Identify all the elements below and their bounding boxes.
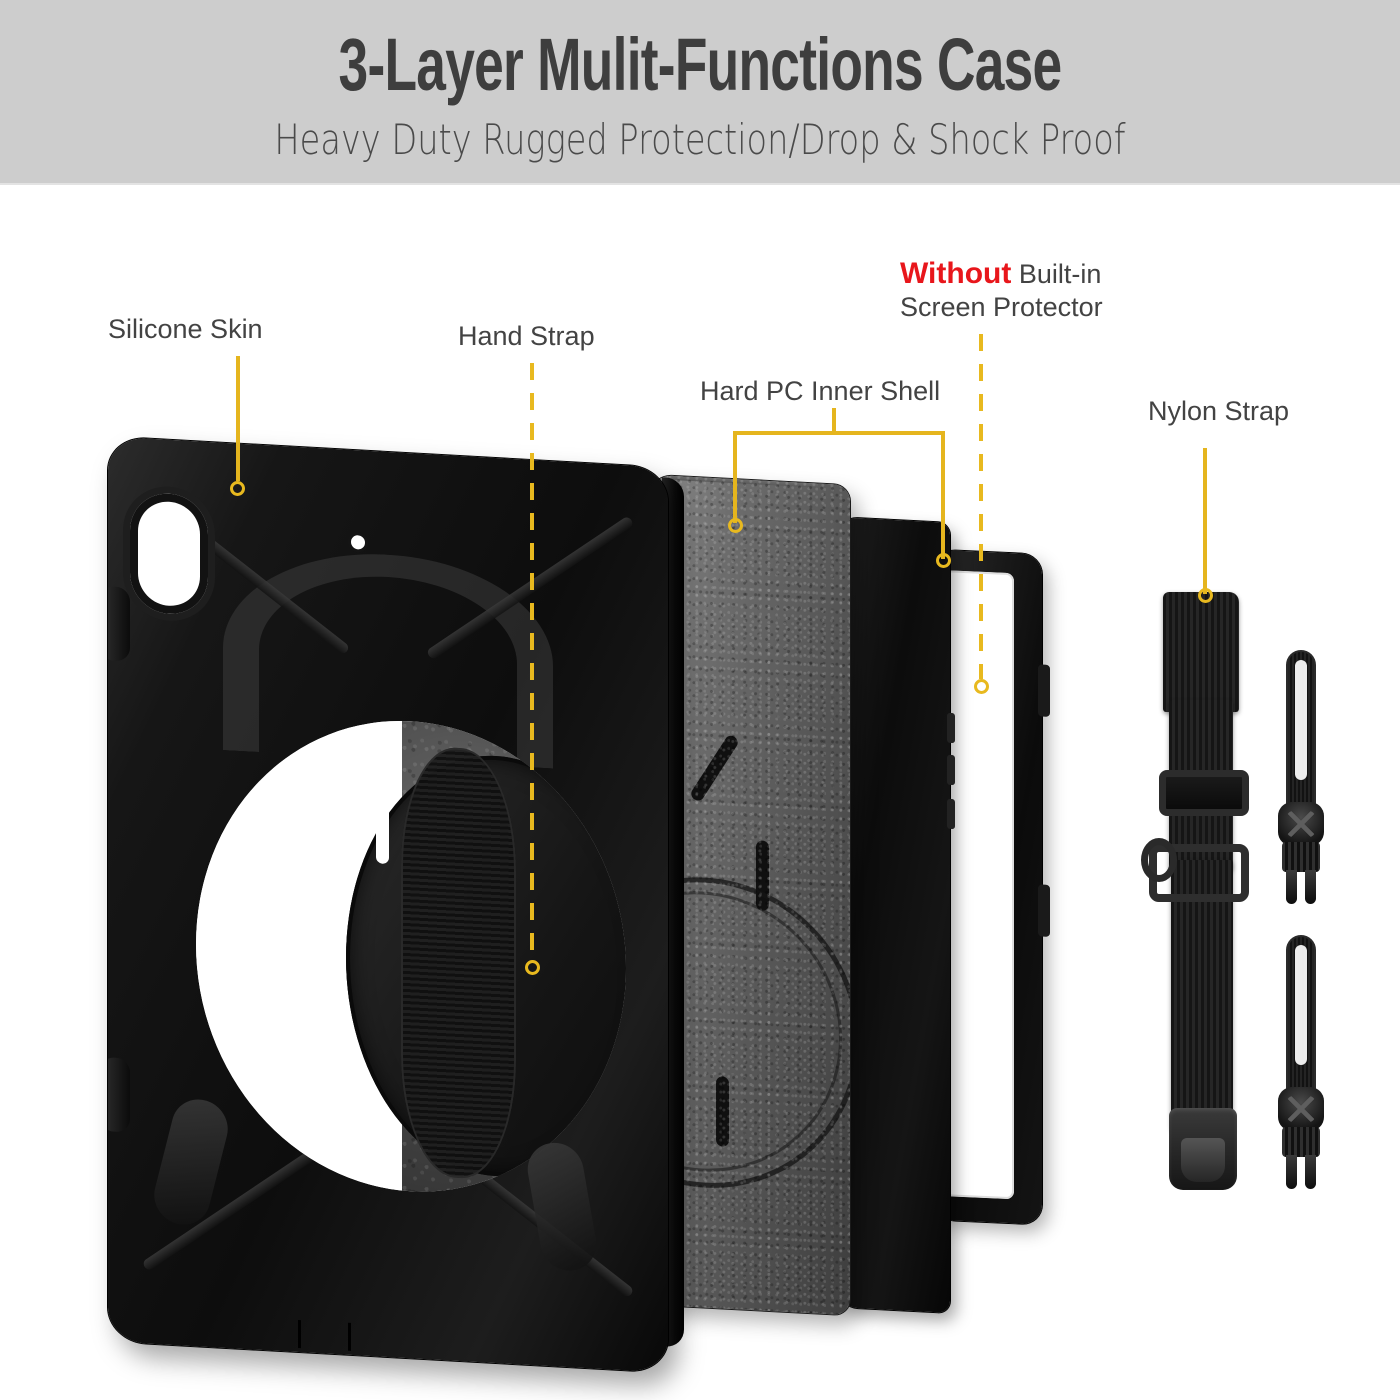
tablet-button	[947, 798, 955, 830]
nylon-strap-assembly	[1141, 592, 1255, 1192]
hand-strap-webbing	[401, 744, 516, 1182]
speaker-notch	[298, 1319, 301, 1349]
leader-endpoint-hand-strap	[525, 960, 540, 975]
callout-screen-protector: Without Built-in Screen Protector	[900, 257, 1103, 324]
leader-line-silicone-skin	[236, 356, 240, 481]
callout-label: Hard PC Inner Shell	[700, 376, 941, 406]
callout-nylon-strap: Nylon Strap	[1148, 395, 1289, 428]
d-ring-small	[1141, 838, 1177, 882]
leader-bracket-leg-left	[733, 431, 737, 523]
page-subtitle: Heavy Duty Rugged Protection/Drop & Shoc…	[274, 115, 1126, 164]
header-band: 3-Layer Mulit-Functions Case Heavy Duty …	[0, 0, 1400, 185]
pc-shell-lip	[668, 474, 818, 488]
page-title: 3-Layer Mulit-Functions Case	[338, 23, 1063, 106]
leader-bracket-hard-pc	[733, 431, 945, 435]
clip-body	[1278, 1087, 1324, 1131]
bezel-tab	[1038, 884, 1050, 937]
clip-teeth	[1282, 842, 1320, 872]
callout-silicone-skin: Silicone Skin	[108, 313, 263, 346]
leader-line-nylon-strap	[1203, 448, 1207, 594]
bezel-tab	[1038, 664, 1050, 717]
leader-line-hand-strap	[530, 363, 534, 958]
leader-endpoint-hard-pc-right	[936, 553, 951, 568]
pc-shell-slot	[376, 803, 389, 865]
pc-shell-vent	[716, 1076, 729, 1147]
clip-prongs	[1286, 1155, 1316, 1189]
leader-line-screen-protector	[979, 334, 983, 679]
tablet-face	[838, 517, 955, 1313]
silicone-skin-body	[108, 436, 668, 1373]
leader-endpoint-screen-protector	[974, 679, 989, 694]
leader-bracket-leg-right	[941, 431, 945, 559]
screen-area	[940, 569, 1014, 1200]
silicone-skin-layer	[108, 436, 684, 1373]
strap-webbing-fold	[1163, 592, 1239, 712]
strap-webbing	[1171, 860, 1233, 1130]
side-release-buckle	[1169, 1108, 1237, 1190]
loop-webbing	[1286, 650, 1316, 810]
clip-prongs	[1286, 870, 1316, 904]
camera-cutout	[130, 491, 208, 616]
loop-webbing	[1286, 935, 1316, 1095]
callout-label-screen-protector: Screen Protector	[900, 292, 1103, 322]
leader-stub-hard-pc	[832, 408, 836, 434]
tablet-body-layer	[838, 517, 955, 1313]
pc-shell-vent	[688, 733, 741, 804]
connector-loop-strap	[1278, 650, 1324, 910]
callout-hand-strap: Hand Strap	[458, 320, 595, 353]
leader-endpoint-silicone-skin	[230, 481, 245, 496]
speaker-notch	[348, 1322, 351, 1351]
side-corner-tab	[108, 585, 130, 662]
callout-label: Hand Strap	[458, 321, 595, 351]
connector-loop-strap	[1278, 935, 1324, 1195]
side-corner-tab	[108, 1056, 130, 1133]
clip-teeth	[1282, 1127, 1320, 1157]
pc-shell-slot	[256, 1004, 269, 1066]
callout-hard-pc-inner-shell: Hard PC Inner Shell	[700, 375, 940, 408]
tablet-button	[947, 754, 955, 786]
leader-endpoint-nylon-strap	[1198, 588, 1213, 603]
callout-label-builtin: Built-in	[1011, 259, 1102, 289]
microphone-pinhole	[351, 534, 365, 550]
callout-emphasis-without: Without	[900, 257, 1012, 290]
leader-endpoint-hard-pc-left	[728, 518, 743, 533]
slider-buckle	[1159, 770, 1249, 816]
tablet-button	[947, 712, 955, 744]
callout-label: Silicone Skin	[108, 314, 263, 344]
callout-label: Nylon Strap	[1148, 396, 1290, 426]
pc-shell-vent	[756, 840, 769, 911]
clip-body	[1278, 802, 1324, 846]
rotating-window-cutout	[196, 709, 626, 1204]
